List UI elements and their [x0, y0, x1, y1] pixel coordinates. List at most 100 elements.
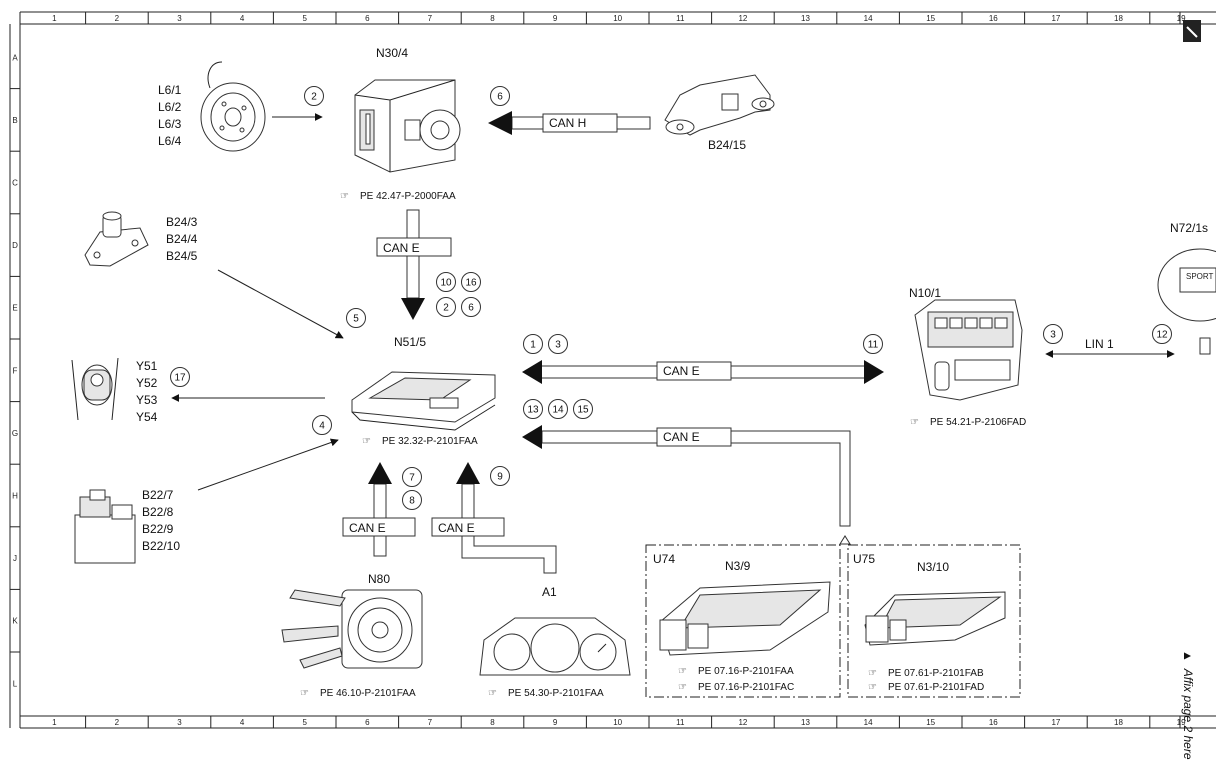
callout-15: 15 [573, 399, 593, 419]
row-label: F [13, 366, 18, 375]
pe-ref-n3-10-text-1: PE 07.61-P-2101FAB [888, 668, 984, 679]
pressure-sensor-arrow [197, 438, 339, 491]
steering-column-module-drawing [281, 589, 423, 669]
n3-9-label: N3/9 [725, 559, 751, 573]
lin-1-label: LIN 1 [1085, 337, 1114, 351]
callout-4: 4 [312, 415, 332, 435]
column-label: 2 [115, 718, 120, 727]
sport-label: SPORT [1186, 272, 1214, 281]
frame [9, 11, 1216, 729]
column-label: 4 [240, 14, 245, 23]
column-label: 2 [115, 14, 120, 23]
pe-reference-a1[interactable]: ☞ PE 54.30-P-2101FAA [488, 688, 604, 699]
column-label: 15 [926, 718, 935, 727]
pe-ref-n80-text: PE 46.10-P-2101FAA [320, 688, 416, 699]
b24-4-label: B24/4 [166, 232, 198, 246]
pe-reference-n3-10[interactable]: ☞ PE 07.61-P-2101FAB ☞ PE 07.61-P-2101FA… [868, 668, 984, 693]
column-label: 16 [989, 14, 998, 23]
column-label: 9 [553, 14, 558, 23]
callout-13: 13 [523, 399, 543, 419]
column-label: 14 [864, 718, 873, 727]
pe-reference-n80[interactable]: ☞ PE 46.10-P-2101FAA [300, 688, 416, 699]
y53-label: Y53 [136, 393, 158, 407]
pe-reference-n30-4[interactable]: ☞ PE 42.47-P-2000FAA [340, 191, 456, 202]
callout-number: 12 [1156, 330, 1168, 341]
column-label: 9 [553, 718, 558, 727]
svg-text:▲ Affix page 2 here: ▲ Affix page 2 here [1181, 650, 1195, 760]
pe-reference-n51-5[interactable]: ☞ PE 32.32-P-2101FAA [362, 436, 478, 447]
pe-ref-n51-5-text: PE 32.32-P-2101FAA [382, 436, 478, 447]
pe-ref-n3-9-text-1: PE 07.16-P-2101FAA [698, 666, 794, 677]
can-e-bus-engine: CAN E [522, 425, 851, 545]
callout-9: 9 [490, 466, 510, 486]
switch-module-drawing: SPORT [1157, 248, 1216, 355]
callout-11: 11 [863, 334, 883, 354]
column-label: 3 [177, 718, 182, 727]
y52-label: Y52 [136, 376, 158, 390]
row-label: H [12, 492, 18, 501]
can-e-label-sam: CAN E [663, 364, 700, 378]
can-e-bus-esp: CAN E [376, 209, 452, 320]
callout-3: 3 [1043, 324, 1063, 344]
book-icon: ☞ [678, 666, 687, 677]
column-label: 18 [1114, 718, 1123, 727]
lin-1-bus: LIN 1 [1045, 337, 1175, 358]
column-label: 10 [613, 14, 622, 23]
callout-number: 9 [497, 472, 503, 483]
column-label: 1 [52, 718, 57, 727]
callout-number: 13 [527, 405, 539, 416]
n10-1-label: N10/1 [909, 286, 941, 300]
l6-3-label: L6/3 [158, 117, 182, 131]
sam-control-unit-drawing [914, 299, 1023, 401]
callout-number: 11 [868, 340, 879, 351]
row-label: B [12, 116, 17, 125]
airmatic-control-unit-drawing [351, 371, 496, 431]
column-label: 8 [490, 14, 495, 23]
b22-10-label: B22/10 [142, 539, 180, 553]
column-label: 11 [676, 718, 685, 727]
column-label: 14 [864, 14, 873, 23]
callout-10: 10 [436, 272, 456, 292]
callout-2: 2 [436, 297, 456, 317]
affix-note: ▲ Affix page 2 here [1181, 650, 1195, 760]
row-label: A [12, 53, 18, 62]
u74-label: U74 [653, 552, 675, 566]
level-control-valve-drawing [71, 357, 119, 421]
instrument-cluster-drawing [479, 617, 631, 676]
l6-4-label: L6/4 [158, 134, 182, 148]
column-label: 17 [1051, 718, 1060, 727]
affix-marker: ▲ [1181, 650, 1195, 662]
can-e-label-engine: CAN E [663, 430, 700, 444]
book-icon: ☞ [340, 191, 349, 202]
pe-reference-n3-9[interactable]: ☞ PE 07.16-P-2101FAA ☞ PE 07.16-P-2101FA… [678, 666, 794, 693]
callout-6: 6 [461, 297, 481, 317]
pe-ref-n3-9-text-2: PE 07.16-P-2101FAC [698, 682, 794, 693]
can-e-label-n80: CAN E [349, 521, 386, 535]
callout-number: 10 [440, 278, 452, 289]
row-label: J [13, 554, 17, 563]
callout-number: 6 [468, 303, 474, 314]
pressure-sensor-drawing [74, 489, 136, 564]
callout-3: 3 [548, 334, 568, 354]
row-label: K [12, 617, 18, 626]
wheel-speed-sensor-drawing [200, 61, 266, 152]
column-label: 17 [1051, 14, 1060, 23]
row-label: C [12, 179, 18, 188]
pe-reference-n10-1[interactable]: ☞ PE 54.21-P-2106FAD [910, 417, 1026, 428]
pe-ref-n30-4-text: PE 42.47-P-2000FAA [360, 191, 456, 202]
b24-3-label: B24/3 [166, 215, 198, 229]
column-label: 18 [1114, 14, 1123, 23]
pencil-icon[interactable] [1183, 20, 1201, 42]
column-label: 11 [676, 14, 685, 23]
column-label: 4 [240, 718, 245, 727]
n80-label: N80 [368, 572, 390, 586]
book-icon: ☞ [362, 436, 371, 447]
column-label: 6 [365, 14, 370, 23]
callout-14: 14 [548, 399, 568, 419]
n3-10-label: N3/10 [917, 560, 949, 574]
b22-8-label: B22/8 [142, 505, 174, 519]
y51-label: Y51 [136, 359, 158, 373]
y54-label: Y54 [136, 410, 158, 424]
